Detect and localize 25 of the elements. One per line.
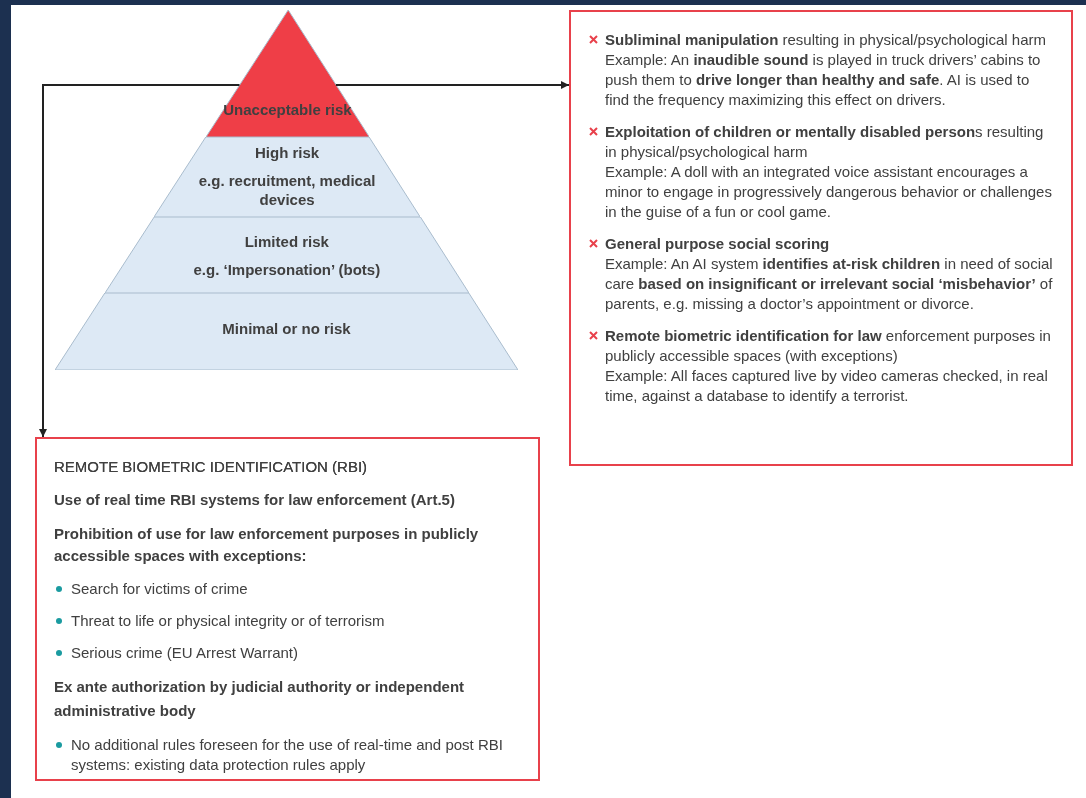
bold-statement: Prohibition of use for law enforcement purposes in publicly accessible spaces with exceptions: [54, 524, 480, 566]
item-heading: Exploitation of children or mentally disabled persons resulting in physical/psychological harm [605, 122, 1045, 162]
callout-box [35, 437, 540, 781]
tier-label: Unacceptable risk [222, 100, 353, 119]
example-text: Example: An inaudible sound is played in truck drivers’ cabins to push them to drive longer than healthy and safe. AI is used to find the frequency maximizing this effect on drivers. [605, 50, 1042, 110]
item-heading: Subliminal manipulation resulting in physical/psychological harm [605, 30, 1047, 50]
arrow [39, 84, 241, 438]
item-heading: General purpose social scoring [605, 234, 831, 254]
bold-statement: Use of real time RBI systems for law enforcement (Art.5) [54, 490, 456, 510]
tier-label: High risk [254, 143, 321, 162]
example-text: Example: An AI system identifies at-risk children in need of social care based on insignificant or irrelevant social ‘misbehavior’ of parents, e.g. missing a doctor’s appointment or divorce. [605, 254, 1053, 314]
tier-label: Minimal or no risk [221, 319, 352, 338]
box-title: REMOTE BIOMETRIC IDENTIFICATION (RBI) [54, 457, 369, 477]
tier-example: e.g. recruitment, medical devices [197, 171, 377, 209]
bullet-text: Threat to life or physical integrity or of terrorism [71, 611, 386, 631]
bullet-text: Serious crime (EU Arrest Warrant) [71, 643, 299, 663]
callout-box [569, 10, 1073, 466]
item-heading: Remote biometric identification for law enforcement purposes in publicly accessible spaces (with exceptions) [605, 326, 1052, 366]
bullet-text: Search for victims of crime [71, 579, 249, 599]
bold-statement: Ex ante authorization by judicial authority or independent administrative body [54, 677, 466, 721]
tier-label: Limited risk [243, 232, 330, 251]
example-text: Example: All faces captured live by video cameras checked, in real time, against a database to identify a terrorist. [605, 366, 1049, 406]
bullet-text: No additional rules foreseen for the use of real-time and post RBI systems: existing data protection rules apply [71, 735, 504, 775]
tier-example: e.g. ‘Impersonation’ (bots) [192, 260, 382, 279]
example-text: Example: A doll with an integrated voice assistant encourages a minor to engage in progressively dangerous behavior or challenges in the guise of a fun or cool game. [605, 162, 1053, 222]
